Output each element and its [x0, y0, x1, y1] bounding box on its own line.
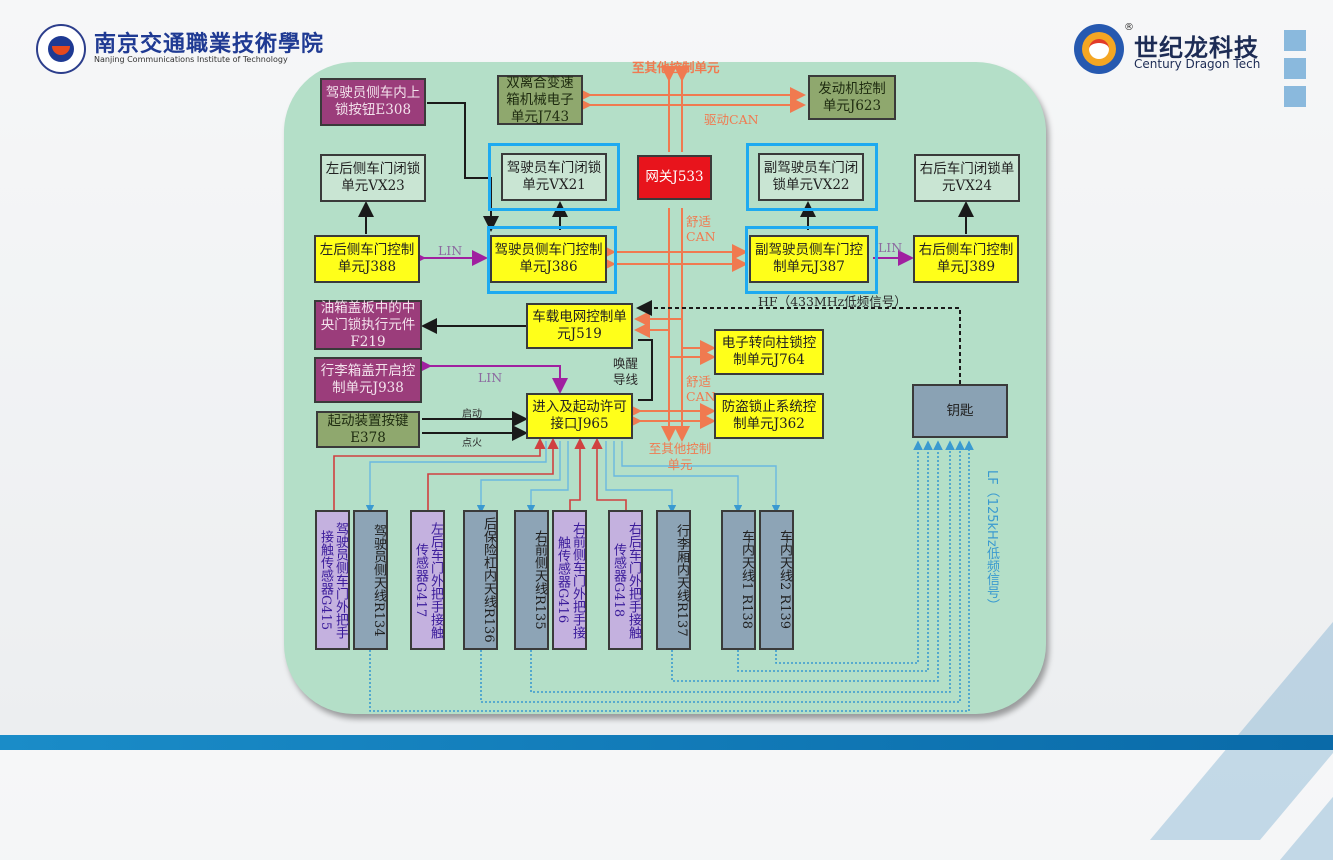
block-e308: 驾驶员侧车内上锁按钮E308	[320, 78, 426, 126]
label-to-other-bottom: 至其他控制单元	[648, 441, 712, 472]
sensor-g415: 驾驶员侧车门外把手接触传感器G415	[315, 510, 350, 650]
antenna-r136: 后保险杠内天线R136	[463, 510, 498, 650]
sensor-signal-line	[427, 437, 559, 512]
block-j386: 驾驶员侧车门控制单元J386	[490, 235, 607, 283]
e308-line	[427, 102, 499, 232]
block-vx21: 驾驶员车门闭锁单元VX21	[501, 153, 607, 201]
block-vx24: 右后车门闭锁单元VX24	[914, 154, 1020, 202]
school-name-en: Nanjing Communications Institute of Tech…	[94, 55, 288, 64]
label-lf: LF（125kHz低频信号）	[984, 470, 999, 612]
antenna-r139: 车内天线2 R139	[759, 510, 794, 650]
sensor-signal-line	[569, 437, 586, 512]
lin-line-trunk	[416, 358, 568, 394]
antenna-drive-line	[613, 441, 743, 514]
hf-link	[636, 300, 961, 384]
antenna-r137: 行李厢内天线R137	[656, 510, 691, 650]
label-comfort-can-1: 舒适CAN	[686, 214, 716, 244]
block-j764: 电子转向柱锁控制单元J764	[714, 329, 824, 375]
antenna-r138: 车内天线1 R138	[721, 510, 756, 650]
antenna-drive-line	[476, 441, 561, 514]
block-j389: 右后侧车门控制单元J389	[913, 235, 1019, 283]
lf-link	[369, 440, 974, 712]
block-key: 钥匙	[912, 384, 1008, 438]
school-name-cn: 南京交通職業技術學院	[94, 31, 325, 57]
block-vx22: 副驾驶员车门闭锁单元VX22	[758, 153, 864, 201]
block-j938: 行李箱盖开启控制单元J938	[314, 357, 422, 403]
brand-name-en: Century Dragon Tech	[1134, 57, 1261, 71]
sensor-g418: 右后车门外把手接触传感器G418	[608, 510, 643, 650]
block-j533-gateway: 网关J533	[637, 155, 712, 200]
antenna-drive-line	[365, 441, 547, 514]
block-j965: 进入及起动许可接口J965	[526, 393, 633, 439]
sensor-g416: 右前侧车门外把手接触传感器G416	[552, 510, 587, 650]
brand-logo: ® 世纪龙科技 Century Dragon Tech	[1074, 22, 1274, 74]
lf-link	[775, 440, 923, 664]
decorative-square	[1284, 58, 1306, 79]
label-lin-left: LIN	[438, 243, 463, 258]
block-j387: 副驾驶员侧车门控制单元J387	[749, 235, 869, 283]
antenna-drive-line	[621, 441, 781, 514]
antenna-drive-line	[526, 441, 569, 514]
highlight-frame-j387	[745, 226, 878, 294]
decorative-square	[1284, 30, 1306, 51]
label-start: 启动	[462, 409, 482, 420]
registered-mark: ®	[1124, 22, 1134, 33]
lf-link	[530, 440, 955, 693]
brand-name-cn: 世纪龙科技	[1134, 34, 1259, 62]
lf-link	[480, 440, 965, 703]
block-f219: 油箱盖板中的中央门锁执行元件 F219	[314, 300, 422, 350]
label-comfort-can-2: 舒适CAN	[686, 374, 716, 404]
school-emblem-icon	[36, 24, 86, 74]
wiring-layer	[333, 66, 974, 712]
wakeup-line	[638, 339, 653, 401]
highlight-frame-vx22	[746, 143, 878, 211]
lf-link	[737, 440, 933, 672]
label-hf: HF（433MHz低频信号）	[758, 294, 907, 309]
label-lin-right: LIN	[878, 240, 903, 255]
highlight-frame-j386	[487, 226, 617, 294]
block-j623: 发动机控制单元J623	[808, 75, 896, 120]
block-j519: 车载电网控制单元J519	[526, 303, 633, 349]
antenna-drive-line	[605, 441, 677, 514]
label-ignition: 点火	[462, 438, 482, 449]
school-logo: 南京交通職業技術學院 Nanjing Communications Instit…	[36, 24, 323, 74]
antenna-r135: 右前侧天线R135	[514, 510, 549, 650]
sensor-signal-line	[591, 437, 627, 512]
block-e378: 起动装置按键E378	[316, 411, 420, 448]
label-to-other-top: 至其他控制单元	[632, 60, 720, 75]
block-j388: 左后侧车门控制单元J388	[314, 235, 420, 283]
label-wakeup: 唤醒导线	[613, 356, 639, 387]
sensor-signal-line	[333, 437, 546, 512]
antenna-r134: 驾驶员侧天线R134	[353, 510, 388, 650]
footer-bar	[0, 735, 1333, 750]
block-j743: 双离合变速箱机械电子单元J743	[497, 75, 583, 125]
dragon-logo-icon	[1074, 24, 1124, 74]
decorative-square	[1284, 86, 1306, 107]
block-vx23: 左后侧车门闭锁单元VX23	[320, 154, 426, 202]
block-j362: 防盗锁止系统控制单元J362	[714, 393, 824, 439]
sensor-g417: 左后车门外把手接触传感器G417	[410, 510, 445, 650]
label-drive-can: 驱动CAN	[704, 112, 759, 127]
label-lin-trunk: LIN	[478, 370, 503, 385]
lf-link	[671, 440, 943, 682]
highlight-frame-vx21	[488, 143, 620, 211]
